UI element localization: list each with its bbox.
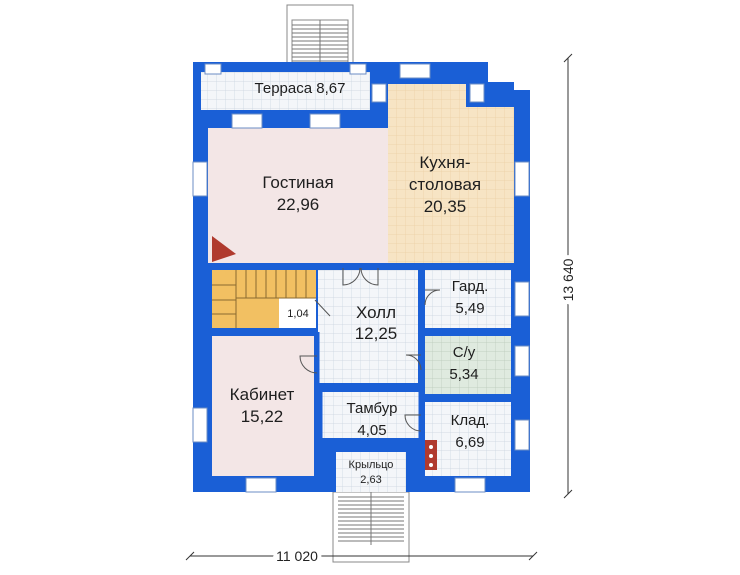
living-room-name: Гостиная — [262, 173, 333, 192]
kitchen-notch-fill — [466, 107, 514, 129]
storage-floor — [425, 402, 511, 476]
living-room-area: 22,96 — [277, 195, 320, 214]
porch-name: Крыльцо — [349, 459, 394, 471]
bathroom-area: 5,34 — [449, 366, 478, 383]
hall-area: 12,25 — [355, 324, 398, 343]
height-dimension: 13 640 — [560, 258, 576, 301]
windows — [192, 63, 530, 493]
storage-area: 6,69 — [455, 434, 484, 451]
fireplace-icon — [212, 236, 236, 262]
interior-stair — [212, 270, 316, 328]
porch-floor — [336, 452, 406, 492]
porch-area: 2,63 — [360, 474, 381, 486]
stair-closet-floor — [279, 298, 316, 328]
bottom-stairs — [332, 491, 410, 563]
vestibule-area: 4,05 — [357, 422, 386, 439]
wardrobe-area: 5,49 — [455, 300, 484, 317]
hall-floor — [318, 270, 418, 383]
width-dimension: 11 020 — [276, 548, 318, 564]
study-area: 15,22 — [241, 407, 284, 426]
kitchen-name-line2: столовая — [409, 175, 481, 194]
stair-closet-area: 1,04 — [287, 308, 308, 320]
bathroom-floor — [425, 336, 511, 394]
kitchen-area: 20,35 — [424, 197, 467, 216]
kitchen-top-wall — [386, 76, 466, 84]
door-swings — [299, 267, 441, 432]
terrace-label: Терраса 8,67 — [255, 80, 346, 97]
living-room-floor — [208, 128, 388, 263]
storage-name: Клад. — [451, 412, 490, 429]
vestibule-name: Тамбур — [347, 400, 398, 417]
vestibule-floor — [322, 392, 419, 438]
kitchen-name-line1: Кухня- — [419, 153, 470, 172]
wardrobe-name: Гард. — [452, 278, 489, 295]
study-floor — [212, 336, 314, 476]
height-dimension-line — [563, 53, 573, 499]
bathroom-name: С/у — [453, 344, 476, 361]
study-name: Кабинет — [230, 385, 295, 404]
interior-walls — [208, 263, 512, 478]
width-dimension-line — [185, 551, 538, 561]
wardrobe-floor — [425, 270, 511, 328]
top-stairs — [286, 4, 354, 66]
hall-name: Холл — [356, 303, 396, 322]
